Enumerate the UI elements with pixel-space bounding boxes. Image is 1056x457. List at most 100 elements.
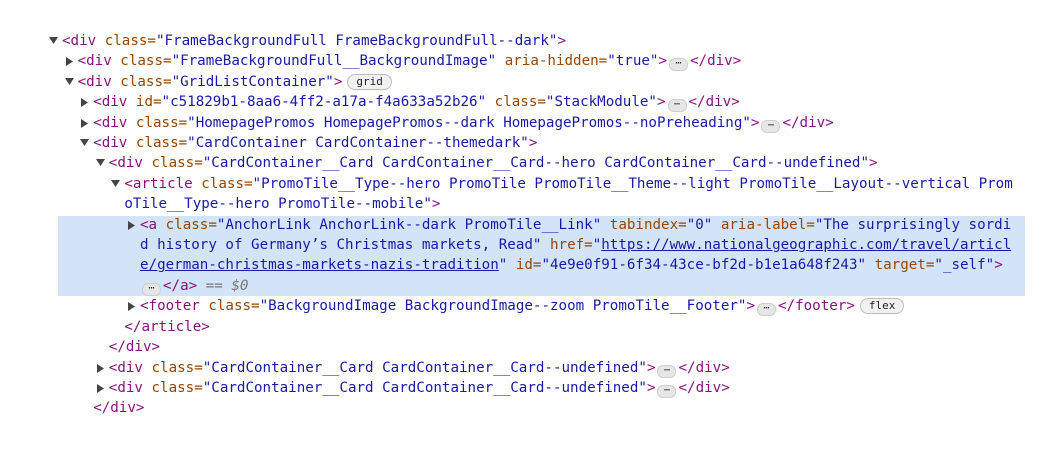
dom-node[interactable]: <div class="FrameBackgroundFull__Backgro… bbox=[0, 51, 1056, 72]
tag-token: </div> bbox=[108, 339, 161, 356]
node-content: </div> bbox=[93, 398, 1018, 418]
node-content: <div class="GridListContainer">grid bbox=[78, 72, 1018, 92]
attribute-name: class= bbox=[199, 298, 260, 315]
attribute-name: aria-label= bbox=[712, 216, 815, 233]
tag-token: </div> bbox=[690, 53, 742, 70]
tag-token: > bbox=[333, 73, 343, 90]
tag-token: > bbox=[658, 53, 667, 70]
attribute-value: "CardContainer__Card CardContainer__Card… bbox=[202, 155, 870, 172]
attribute-value: "AnchorLink AnchorLink--dark PromoTile__… bbox=[216, 216, 602, 233]
tag-token: <div bbox=[93, 114, 128, 131]
tag-token: </div> bbox=[93, 400, 145, 417]
dom-node[interactable]: <div class="CardContainer__Card CardCont… bbox=[0, 378, 1056, 398]
tag-token: > bbox=[656, 94, 666, 111]
dom-node[interactable]: </article> bbox=[0, 317, 1056, 337]
expand-triangle-icon[interactable] bbox=[127, 215, 137, 235]
attribute-name: id= bbox=[127, 94, 162, 111]
attribute-value: "GridListContainer" bbox=[171, 73, 334, 90]
tag-token: <div bbox=[93, 135, 128, 152]
attribute-value: "0" bbox=[686, 216, 713, 233]
tag-token: <div bbox=[108, 359, 143, 376]
expand-triangle-icon[interactable] bbox=[127, 296, 137, 316]
expand-triangle-icon[interactable] bbox=[80, 92, 90, 112]
dom-node[interactable]: <div class="HomepagePromos HomepagePromo… bbox=[0, 113, 1056, 133]
attribute-value: "The surprisingly sordid history of Germ… bbox=[140, 216, 1012, 254]
tag-token: > bbox=[869, 155, 878, 172]
ellipsis-button[interactable]: ⋯ bbox=[142, 282, 161, 296]
collapse-triangle-icon[interactable] bbox=[80, 133, 90, 153]
attribute-name: aria-hidden= bbox=[496, 53, 608, 70]
tag-token: </a> bbox=[163, 277, 198, 294]
ellipsis-button[interactable]: ⋯ bbox=[657, 384, 677, 398]
expand-triangle-icon[interactable] bbox=[65, 51, 75, 71]
attribute-value: "HomepagePromos HomepagePromos--dark Hom… bbox=[187, 114, 751, 131]
tag-token: </footer> bbox=[778, 298, 855, 315]
tag-token: <div bbox=[108, 379, 143, 396]
attribute-value: "c51829b1-8aa6-4ff2-a17a-f4a633a52b26" bbox=[161, 94, 487, 111]
dom-node[interactable]: <div class="CardContainer__Card CardCont… bbox=[0, 358, 1056, 378]
ellipsis-button[interactable]: ⋯ bbox=[667, 99, 687, 113]
collapse-triangle-icon[interactable] bbox=[111, 174, 121, 194]
attribute-name: class= bbox=[127, 135, 188, 152]
attribute-value: "BackgroundImage BackgroundImage--zoom P… bbox=[259, 298, 747, 315]
ellipsis-button[interactable]: ⋯ bbox=[761, 119, 781, 133]
tag-token: <a bbox=[140, 216, 158, 233]
dom-node[interactable]: <div class="GridListContainer">grid bbox=[0, 72, 1056, 92]
attribute-name: class= bbox=[157, 216, 217, 233]
attribute-name: class= bbox=[142, 359, 203, 376]
attribute-name: class= bbox=[111, 73, 172, 90]
tag-token: > bbox=[750, 114, 760, 131]
attribute-name: class= bbox=[142, 155, 203, 172]
node-content: <div class="CardContainer__Card CardCont… bbox=[109, 378, 1018, 398]
dom-node[interactable]: </div> bbox=[0, 337, 1056, 357]
collapse-triangle-icon[interactable] bbox=[95, 153, 106, 173]
attribute-value: "PromoTile__Type--hero PromoTile PromoTi… bbox=[124, 175, 1013, 213]
attribute-value: "FrameBackgroundFull__BackgroundImage" bbox=[171, 53, 497, 70]
dom-node[interactable]: <div class="CardContainer CardContainer-… bbox=[0, 133, 1056, 153]
attribute-name: href= bbox=[541, 237, 593, 254]
collapse-triangle-icon[interactable] bbox=[64, 72, 75, 92]
expand-triangle-icon[interactable] bbox=[96, 358, 106, 378]
attribute-value: "StackModule" bbox=[545, 94, 657, 111]
node-content: <footer class="BackgroundImage Backgroun… bbox=[140, 296, 1018, 317]
selected-marker-var: $0 bbox=[231, 277, 249, 294]
collapse-triangle-icon[interactable] bbox=[49, 31, 59, 51]
dom-node[interactable]: <footer class="BackgroundImage Backgroun… bbox=[0, 296, 1056, 317]
tag-token: </div> bbox=[678, 379, 730, 396]
node-content: <div class="HomepagePromos HomepagePromo… bbox=[93, 113, 1018, 133]
layout-badge[interactable]: flex bbox=[859, 298, 905, 315]
dom-node[interactable]: <div class="CardContainer__Card CardCont… bbox=[0, 153, 1056, 173]
tag-token: <footer bbox=[140, 298, 200, 315]
ellipsis-button[interactable]: ⋯ bbox=[757, 303, 777, 317]
expand-triangle-icon[interactable] bbox=[96, 378, 106, 398]
ellipsis-button[interactable]: ⋯ bbox=[669, 58, 688, 72]
tag-token: </div> bbox=[678, 359, 730, 376]
node-content: <a class="AnchorLink AnchorLink--dark Pr… bbox=[140, 215, 1018, 297]
dom-node[interactable]: <div class="FrameBackgroundFull FrameBac… bbox=[0, 31, 1056, 51]
attribute-name: class= bbox=[486, 94, 546, 111]
attribute-name: id= bbox=[507, 257, 542, 274]
tag-token: > bbox=[431, 196, 441, 213]
tag-token: <div bbox=[93, 94, 128, 111]
dom-node-selected[interactable]: <a class="AnchorLink AnchorLink--dark Pr… bbox=[0, 215, 1056, 297]
dom-node[interactable]: <article class="PromoTile__Type--hero Pr… bbox=[0, 174, 1056, 215]
selected-marker: == bbox=[197, 277, 232, 294]
expand-triangle-icon[interactable] bbox=[80, 113, 90, 133]
node-content: <div class="FrameBackgroundFull FrameBac… bbox=[62, 31, 1018, 51]
attribute-name: class= bbox=[142, 379, 203, 396]
node-content: </div> bbox=[109, 337, 1018, 357]
dom-node[interactable]: <div id="c51829b1-8aa6-4ff2-a17a-f4a633a… bbox=[0, 92, 1056, 113]
attribute-value: " bbox=[592, 237, 602, 254]
attribute-value: "CardContainer__Card CardContainer__Card… bbox=[202, 359, 647, 376]
dom-tree: <div class="FrameBackgroundFull FrameBac… bbox=[0, 31, 1056, 419]
node-content: </article> bbox=[124, 317, 1018, 337]
attribute-name: class= bbox=[111, 53, 172, 70]
ellipsis-button[interactable]: ⋯ bbox=[657, 364, 677, 378]
tag-token: <div bbox=[77, 53, 112, 70]
layout-badge[interactable]: grid bbox=[347, 73, 392, 90]
node-content: <div class="FrameBackgroundFull__Backgro… bbox=[77, 51, 1018, 72]
href-link[interactable]: https://www.nationalgeographic.com/trave… bbox=[140, 237, 1012, 274]
node-content: <div class="CardContainer__Card CardCont… bbox=[109, 153, 1018, 173]
tag-token: > bbox=[557, 33, 566, 49]
dom-node[interactable]: </div> bbox=[0, 398, 1056, 418]
